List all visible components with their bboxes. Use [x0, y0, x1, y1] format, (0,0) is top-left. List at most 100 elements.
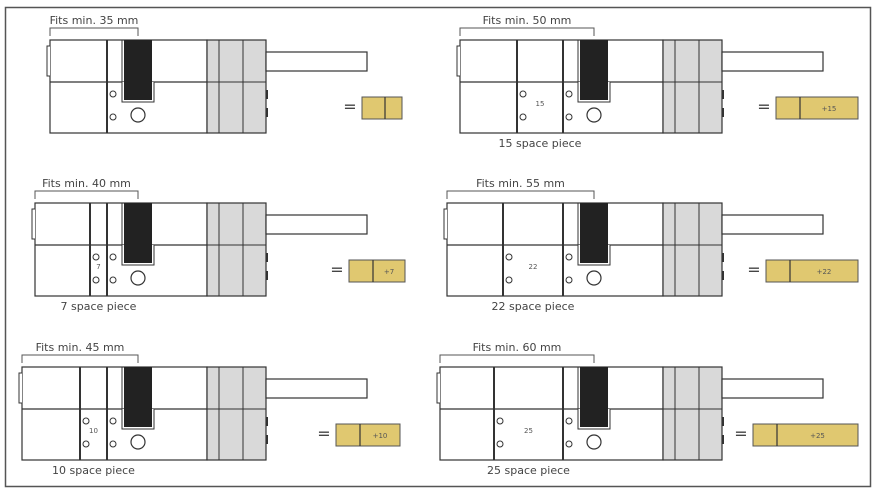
gray-section: [206, 366, 267, 461]
gray-section: [662, 39, 723, 134]
gray-section: [662, 202, 723, 297]
cam-hole: [130, 270, 146, 286]
gold-result-block: [775, 96, 859, 120]
pin: [722, 435, 724, 444]
cam-hole: [130, 434, 146, 450]
gray-section: [206, 202, 267, 297]
cam: [124, 203, 152, 263]
cylinder-cap: [443, 208, 447, 240]
spacer-size-label: 15: [536, 100, 545, 108]
cylinder-body: [439, 366, 664, 461]
cam-hole: [586, 434, 602, 450]
tail-bar: [265, 214, 368, 235]
equals-sign: =: [330, 260, 343, 279]
screw-hole: [109, 417, 117, 425]
equals-sign: =: [343, 97, 356, 116]
cylinder-panel: Fits min. 60 mm 25 25 space piece = +25: [436, 341, 859, 477]
screw-hole: [109, 113, 117, 121]
cylinder-panel: Fits min. 40 mm 7 7 space piece = +7: [31, 177, 406, 313]
cam-hole: [586, 270, 602, 286]
screw-hole: [109, 253, 117, 261]
space-piece-caption: 15 space piece: [499, 137, 582, 150]
result-label: +7: [384, 268, 394, 276]
pin: [722, 90, 724, 99]
cylinder-cap: [18, 372, 22, 404]
cylinder-panel: Fits min. 55 mm 22 22 space piece = +22: [443, 177, 859, 313]
spacer-size-label: 10: [89, 427, 98, 435]
screw-hole: [82, 440, 90, 448]
cam: [580, 40, 608, 100]
screw-hole: [109, 440, 117, 448]
screw-hole: [92, 276, 100, 284]
fits-min-label: Fits min. 55 mm: [476, 177, 565, 190]
gray-section: [206, 39, 267, 134]
screw-hole: [565, 90, 573, 98]
dimension-bracket: [21, 354, 139, 363]
cam-hole: [130, 107, 146, 123]
fits-min-label: Fits min. 40 mm: [42, 177, 131, 190]
screw-hole: [92, 253, 100, 261]
screw-hole: [109, 90, 117, 98]
screw-hole: [565, 276, 573, 284]
equals-sign: =: [317, 424, 330, 443]
space-piece-caption: 22 space piece: [492, 300, 575, 313]
pin: [266, 108, 268, 117]
cam: [124, 40, 152, 100]
result-label: +22: [817, 268, 832, 276]
result-label: +10: [373, 432, 388, 440]
pin: [266, 271, 268, 280]
cylinder-cap: [46, 45, 50, 77]
fits-min-label: Fits min. 60 mm: [473, 341, 562, 354]
fits-min-label: Fits min. 50 mm: [483, 14, 572, 27]
screw-hole: [505, 253, 513, 261]
fits-min-label: Fits min. 35 mm: [50, 14, 139, 27]
spacer-size-label: 7: [96, 263, 100, 271]
equals-sign: =: [734, 424, 747, 443]
gold-result-block: [765, 259, 859, 283]
pin: [266, 417, 268, 426]
equals-sign: =: [747, 260, 760, 279]
tail-bar: [721, 51, 824, 72]
cylinder-body: [34, 202, 208, 297]
dimension-bracket: [34, 190, 139, 199]
pin: [722, 417, 724, 426]
pin: [722, 253, 724, 262]
screw-hole: [565, 113, 573, 121]
tail-bar: [721, 378, 824, 399]
result-label: +25: [810, 432, 825, 440]
gold-result-block: [348, 259, 406, 283]
spacer-size-label: 22: [529, 263, 538, 271]
pin: [266, 90, 268, 99]
cylinder-body: [459, 39, 664, 134]
cylinder-body: [446, 202, 664, 297]
cylinder-cap: [436, 372, 440, 404]
screw-hole: [496, 440, 504, 448]
pin: [722, 108, 724, 117]
cam: [124, 367, 152, 427]
screw-hole: [565, 440, 573, 448]
cylinder-cap: [31, 208, 35, 240]
cam-hole: [586, 107, 602, 123]
tail-bar: [265, 51, 368, 72]
screw-hole: [565, 253, 573, 261]
space-piece-caption: 10 space piece: [52, 464, 135, 477]
cam: [580, 203, 608, 263]
space-piece-caption: 25 space piece: [487, 464, 570, 477]
screw-hole: [505, 276, 513, 284]
screw-hole: [519, 113, 527, 121]
pin: [266, 253, 268, 262]
tail-bar: [721, 214, 824, 235]
screw-hole: [109, 276, 117, 284]
screw-hole: [496, 417, 504, 425]
dimension-bracket: [459, 27, 595, 36]
tail-bar: [265, 378, 368, 399]
dimension-bracket: [439, 354, 595, 363]
dimension-bracket: [446, 190, 595, 199]
space-piece-caption: 7 space piece: [61, 300, 137, 313]
gray-section: [662, 366, 723, 461]
pin: [722, 271, 724, 280]
spacer-size-label: 25: [524, 427, 533, 435]
